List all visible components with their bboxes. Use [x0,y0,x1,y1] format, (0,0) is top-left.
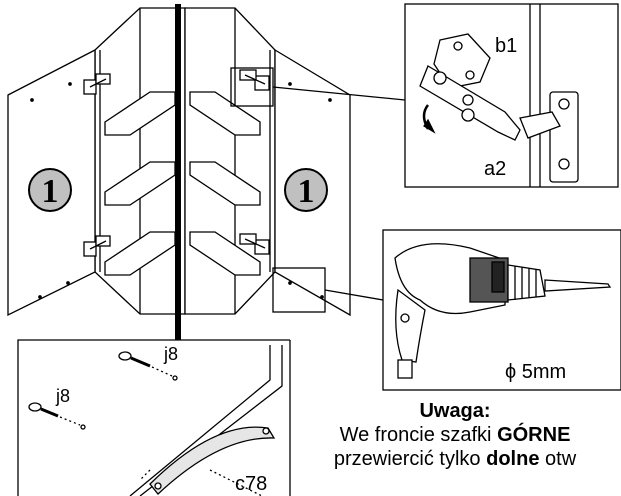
screw-j8-top [118,351,178,381]
note-line-2: przewiercić tylko dolne otw [289,447,621,471]
screw-label-j8-left: j8 [55,386,70,406]
right-upper-hinge [239,69,270,91]
hinge-callout-line [272,86,406,101]
drill-size-label: ϕ 5mm [505,361,566,383]
right-lower-hinge [239,233,270,255]
note-line-2-tail: otw [539,448,577,470]
note-line-1-text: We froncie szafki [339,424,498,446]
handle-label-c78: c78 [235,473,267,495]
hinge-detail-box [404,3,619,188]
left-cabinet [7,7,186,317]
screw-label-j8-top: j8 [163,344,178,364]
panel-number-badge-right [284,168,328,212]
note-title: Uwaga: [419,400,491,422]
right-cabinet [184,7,351,317]
handle-detail-box [17,339,291,496]
note-line-2-bold: dolne [486,448,540,470]
note-block: Uwaga: We froncie szafki GÓRNE przewierc… [289,399,621,471]
hinge-label-a2: a2 [484,158,506,180]
note-line-2-text: przewiercić tylko [333,448,487,470]
drill-callout-line [324,289,384,301]
left-upper-hinge [83,73,111,95]
drill-detail-box [382,229,621,391]
note-line-1-bold: GÓRNE [497,424,571,446]
hinge-label-b1: b1 [495,35,517,57]
panel-number-badge-left [28,168,72,212]
screw-j8-left [28,402,86,430]
panel-number-left: 1 [42,173,59,210]
panel-number-right: 1 [298,173,315,210]
left-lower-hinge [83,235,111,257]
note-line-1: We froncie szafki GÓRNE [289,423,621,447]
handle-c78 [149,426,276,495]
